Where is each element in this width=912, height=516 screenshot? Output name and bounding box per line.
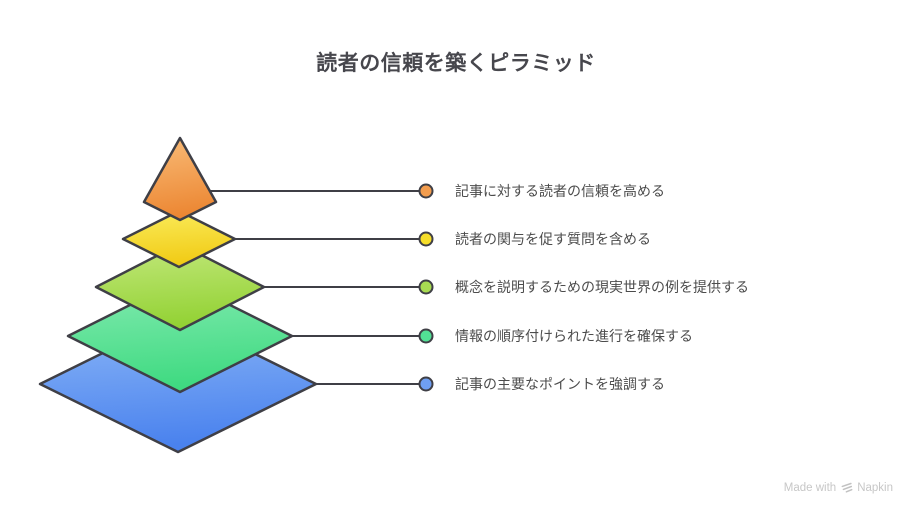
level-row-3: 概念を説明するための現実世界の例を提供する	[455, 277, 749, 297]
pyramid-tier-1	[142, 136, 218, 222]
made-with-text: Made with	[783, 481, 837, 494]
napkin-logo-icon	[841, 482, 853, 493]
level-row-2: 読者の関与を促す質問を含める	[455, 229, 651, 249]
pyramid-tier-3	[94, 242, 266, 332]
level-label-5: 記事の主要なポイントを強調する	[455, 376, 665, 392]
level-row-5: 記事の主要なポイントを強調する	[455, 374, 665, 394]
level-row-4: 情報の順序付けられた進行を確保する	[455, 326, 693, 346]
level-label-2: 読者の関与を促す質問を含める	[455, 231, 651, 247]
level-row-1: 記事に対する読者の信頼を高める	[455, 181, 665, 201]
napkin-credit-link[interactable]: Made with Napkin	[784, 481, 893, 494]
level-label-1: 記事に対する読者の信頼を高める	[455, 183, 665, 199]
brand-text: Napkin	[857, 481, 893, 494]
pyramid-tier-4	[66, 278, 294, 394]
level-label-3: 概念を説明するための現実世界の例を提供する	[455, 279, 749, 295]
level-marker-4	[418, 328, 434, 344]
level-marker-2	[418, 231, 434, 247]
diagram-title: 読者の信頼を築くピラミッド	[316, 52, 596, 75]
level-marker-3	[418, 279, 434, 295]
level-marker-1	[418, 183, 434, 199]
level-marker-5	[418, 376, 434, 392]
level-label-4: 情報の順序付けられた進行を確保する	[455, 328, 693, 344]
pyramid-tier-2	[121, 209, 237, 269]
